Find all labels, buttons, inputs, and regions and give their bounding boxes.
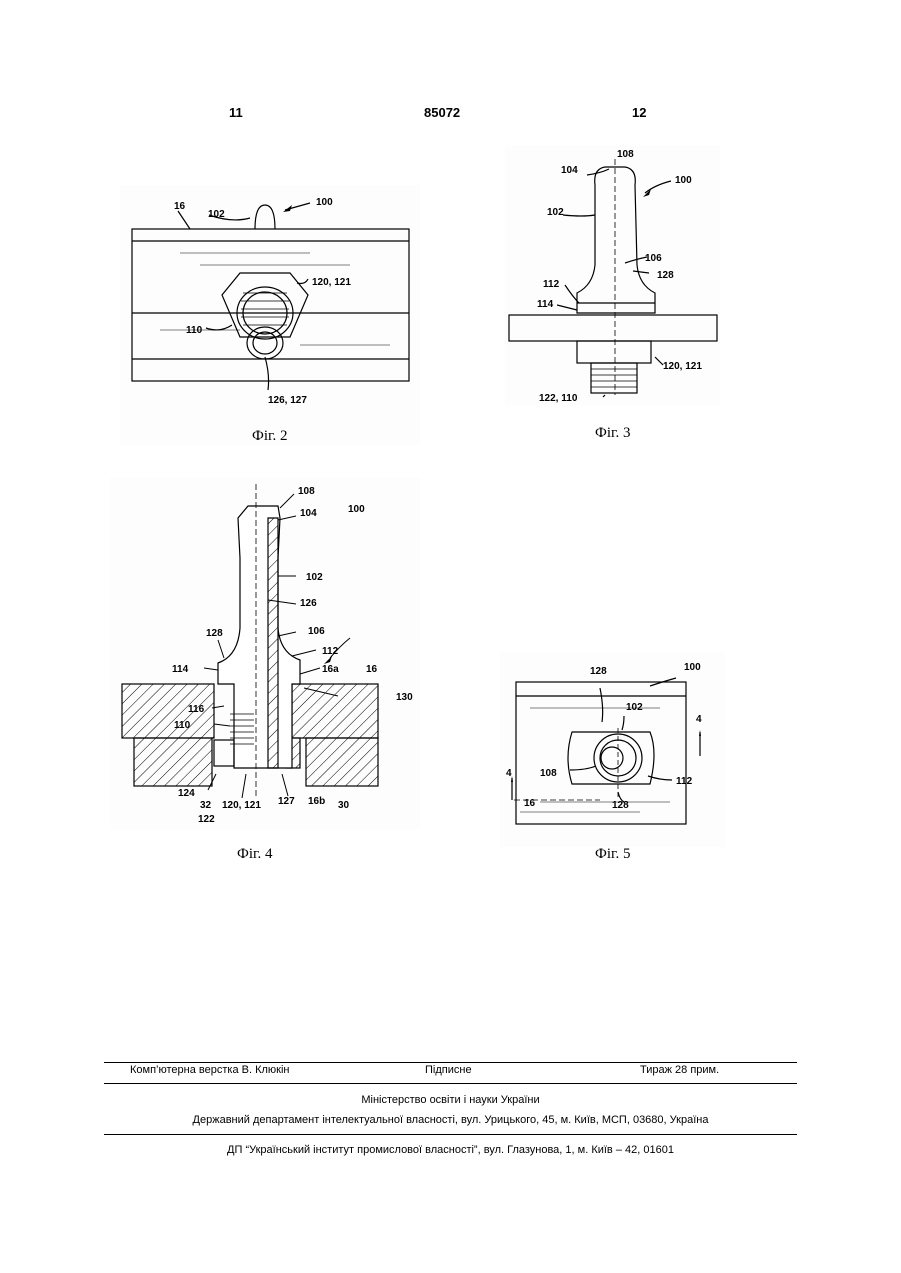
fig4-label-126: 126: [300, 598, 317, 609]
fig3-label-114: 114: [537, 299, 554, 310]
figure-2: 16 102 100 120, 121 110 126, 127: [120, 185, 420, 445]
footer-ministry: Міністерство освіти і науки України: [0, 1094, 901, 1106]
fig3-label-128: 128: [657, 270, 674, 281]
fig3-label-104: 104: [561, 165, 578, 176]
footer-layout-credit: Комп’ютерна верстка В. Клюкін: [130, 1064, 289, 1076]
fig4-label-100: 100: [348, 504, 365, 515]
fig4-label-130: 130: [396, 692, 413, 703]
fig5-caption: Фіг. 5: [595, 846, 630, 863]
footer-rule-top: [104, 1062, 797, 1063]
footer-institute: ДП “Український інститут промислової вла…: [0, 1144, 901, 1156]
fig4-label-102: 102: [306, 572, 323, 583]
fig4-label-124: 124: [178, 788, 195, 799]
fig4-label-32: 32: [200, 800, 212, 811]
fig4-label-16a: 16a: [322, 664, 339, 675]
fig4-caption: Фіг. 4: [237, 846, 272, 863]
fig4-label-127: 127: [278, 796, 295, 807]
page-number-right: 12: [632, 105, 646, 120]
fig3-label-112: 112: [543, 279, 560, 290]
fig5-label-112: 112: [676, 776, 693, 787]
fig5-label-16: 16: [524, 798, 536, 809]
fig4-label-106: 106: [308, 626, 325, 637]
fig4-label-16b: 16b: [308, 796, 325, 807]
fig2-label-102: 102: [208, 209, 225, 220]
fig2-caption: Фіг. 2: [252, 428, 287, 445]
footer-circulation: Тираж 28 прим.: [640, 1064, 719, 1076]
footer-rule-bottom: [104, 1134, 797, 1135]
fig4-label-30: 30: [338, 800, 350, 811]
fig4-label-128: 128: [206, 628, 223, 639]
figure-4: 108 104 100 102 126 106 128 112 114 16a …: [110, 478, 420, 830]
fig5-label-4-right: 4: [696, 714, 702, 725]
fig4-label-112: 112: [322, 646, 339, 657]
fig4-label-108: 108: [298, 486, 315, 497]
footer-signed: Підписне: [425, 1064, 472, 1076]
fig5-label-128-bottom: 128: [612, 800, 629, 811]
fig2-label-120-121: 120, 121: [312, 277, 351, 288]
fig3-label-106: 106: [645, 253, 662, 264]
fig4-label-104: 104: [300, 508, 317, 519]
fig3-label-100: 100: [675, 175, 692, 186]
fig3-caption: Фіг. 3: [595, 425, 630, 442]
fig5-label-108: 108: [540, 768, 557, 779]
figure-3: 108 104 100 102 106 128 112 114 120, 121…: [505, 145, 720, 405]
fig5-label-4-left: 4: [506, 768, 512, 779]
fig5-label-100: 100: [684, 662, 701, 673]
fig2-label-100: 100: [316, 197, 333, 208]
fig3-label-102: 102: [547, 207, 564, 218]
page-number-left: 11: [229, 105, 243, 120]
fig4-label-110: 110: [174, 720, 191, 731]
fig4-label-116: 116: [188, 704, 205, 715]
fig3-label-122-110: 122, 110: [539, 393, 578, 404]
fig2-label-110: 110: [186, 325, 203, 336]
patent-number: 85072: [424, 105, 460, 120]
footer-department: Державний департамент інтелектуальної вл…: [0, 1114, 901, 1126]
fig3-label-120-121: 120, 121: [663, 361, 702, 372]
fig5-label-128-top: 128: [590, 666, 607, 677]
fig3-label-108: 108: [617, 149, 634, 160]
fig2-label-16: 16: [174, 201, 186, 212]
footer-rule-middle: [104, 1083, 797, 1084]
figure-5: 128 100 102 4 108 4 112 16 128: [500, 652, 725, 847]
fig5-label-102: 102: [626, 702, 643, 713]
fig2-label-126-127: 126, 127: [268, 395, 307, 406]
fig4-label-122: 122: [198, 814, 215, 825]
fig4-label-16: 16: [366, 664, 378, 675]
fig4-label-114: 114: [172, 664, 189, 675]
fig4-label-120-121: 120, 121: [222, 800, 261, 811]
